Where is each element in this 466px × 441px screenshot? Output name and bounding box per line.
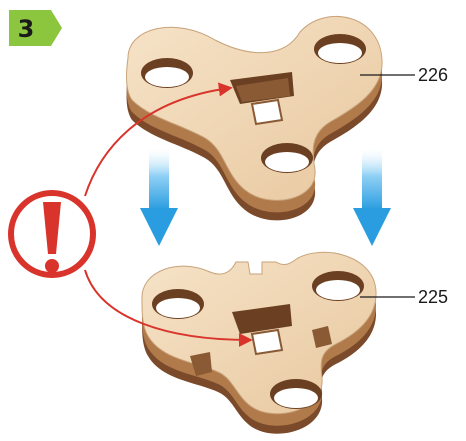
down-arrow-icon — [140, 148, 178, 246]
step-number: 3 — [18, 15, 35, 43]
down-arrow-icon — [353, 148, 391, 246]
part-226-label: 226 — [418, 65, 448, 85]
exclamation-icon — [11, 193, 93, 275]
part-225 — [142, 252, 376, 433]
part-225-label: 225 — [418, 287, 448, 307]
step-badge: 3 — [9, 10, 62, 46]
